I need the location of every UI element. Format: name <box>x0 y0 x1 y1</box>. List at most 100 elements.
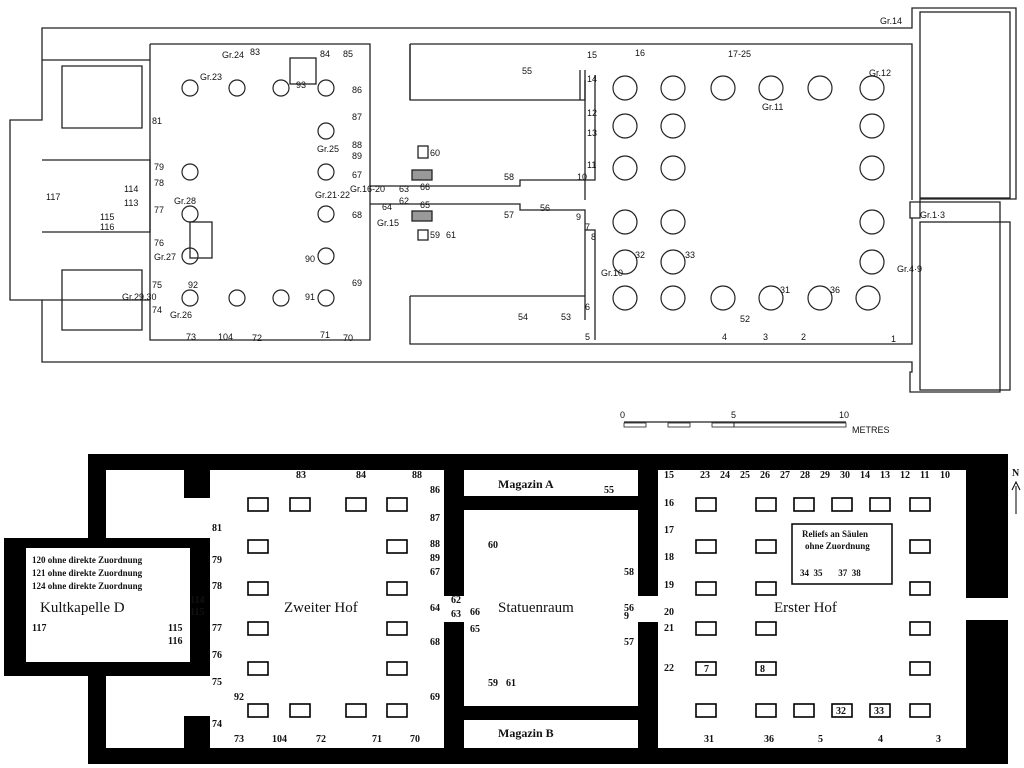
label-66: 66 <box>420 182 430 192</box>
pillar <box>247 581 269 596</box>
plan-number: 55 <box>604 485 614 496</box>
column <box>612 285 638 311</box>
pillar <box>909 621 931 636</box>
column <box>855 285 881 311</box>
scale-bar: 0 5 10 METRES <box>620 410 890 435</box>
label-3: 3 <box>763 332 768 342</box>
label-7: 7 <box>585 222 590 232</box>
label-gr12: Gr.12 <box>869 68 891 78</box>
label-90: 90 <box>305 254 315 264</box>
plan-number: 75 <box>212 677 222 688</box>
plan-number: 57 <box>624 637 634 648</box>
column <box>807 75 833 101</box>
pillar <box>386 581 408 596</box>
note-124: 124 ohne direkte Zuordnung <box>32 581 143 591</box>
column <box>181 289 199 307</box>
wall-court2-east-2 <box>444 622 464 748</box>
plan-number: 22 <box>664 663 674 674</box>
plan-number: 115 <box>168 623 182 634</box>
pillar <box>247 497 269 512</box>
plan-number: 84 <box>356 470 366 481</box>
column <box>710 75 736 101</box>
plan-number: 20 <box>664 607 674 618</box>
plan-number: 63 <box>451 609 461 620</box>
label-69: 69 <box>352 278 362 288</box>
label-75: 75 <box>152 280 162 290</box>
label-88: 88 <box>352 140 362 150</box>
plan-number: 64 <box>430 603 440 614</box>
column <box>228 79 246 97</box>
pillar <box>695 581 717 596</box>
label-gr1-3: Gr.1·3 <box>920 210 945 220</box>
niche-93 <box>289 57 317 85</box>
pylon-north <box>919 11 1011 199</box>
wall-statue-east-bot <box>638 622 658 748</box>
plan-number: 15 <box>664 470 674 481</box>
court-1-wall <box>409 43 913 345</box>
pillar <box>755 581 777 596</box>
plan-number: 8 <box>760 664 765 675</box>
pillar <box>386 661 408 676</box>
label-53: 53 <box>561 312 571 322</box>
note-121: 121 ohne direkte Zuordnung <box>32 568 143 578</box>
column <box>660 285 686 311</box>
north-label: N <box>1012 468 1020 479</box>
label-72: 72 <box>252 333 262 343</box>
wall-court2-west-top <box>184 470 210 498</box>
pillar <box>909 581 931 596</box>
plan-number: 69 <box>430 692 440 703</box>
pillar <box>755 703 777 718</box>
column <box>758 285 784 311</box>
scale-segment <box>733 422 847 428</box>
label-86: 86 <box>352 85 362 95</box>
plan-number: 67 <box>430 567 440 578</box>
label-11: 11 <box>587 160 596 170</box>
label-114: 114 <box>124 184 138 194</box>
pillar <box>247 621 269 636</box>
plan-number: 88 <box>412 470 422 481</box>
plan-number: 3 <box>936 734 941 745</box>
plan-number: 66 <box>470 607 480 618</box>
label-65: 65 <box>420 200 430 210</box>
pedestal-60 <box>417 145 429 159</box>
column <box>181 163 199 181</box>
plan-number: 71 <box>372 734 382 745</box>
column <box>859 113 885 139</box>
label-116: 116 <box>100 222 114 232</box>
label-6: 6 <box>585 302 590 312</box>
pillar <box>755 539 777 554</box>
plan-number: 31 <box>704 734 714 745</box>
reliefs-box <box>791 523 893 585</box>
pylon-east-north <box>966 454 1008 598</box>
plan-number: 28 <box>800 470 810 481</box>
reliefs-title: Reliefs an Säulen <box>802 529 868 539</box>
column <box>612 155 638 181</box>
label-76: 76 <box>154 238 164 248</box>
label-1: 1 <box>891 334 896 344</box>
label-93: 93 <box>296 80 306 90</box>
label-113: 113 <box>124 198 138 208</box>
plan-number: 117 <box>32 623 46 634</box>
plan-number: 77 <box>212 623 222 634</box>
wall-court2-east <box>444 470 464 596</box>
pillar <box>695 703 717 718</box>
label-2: 2 <box>801 332 806 342</box>
plan-number: 89 <box>430 553 440 564</box>
label-12: 12 <box>587 108 597 118</box>
pillar <box>289 497 311 512</box>
plan-number: 14 <box>860 470 870 481</box>
pillar <box>909 703 931 718</box>
label-62: 62 <box>399 196 409 206</box>
column <box>859 249 885 275</box>
lower-plan <box>4 454 1008 764</box>
pedestal-66 <box>411 169 433 181</box>
plan-number: 68 <box>430 637 440 648</box>
altar-court-2 <box>189 221 213 259</box>
column <box>660 249 686 275</box>
pillar <box>695 497 717 512</box>
column <box>612 113 638 139</box>
label-gr10: Gr.10 <box>601 268 623 278</box>
upper-plan <box>9 7 1017 393</box>
label-73: 73 <box>186 332 196 342</box>
plan-number: 72 <box>316 734 326 745</box>
